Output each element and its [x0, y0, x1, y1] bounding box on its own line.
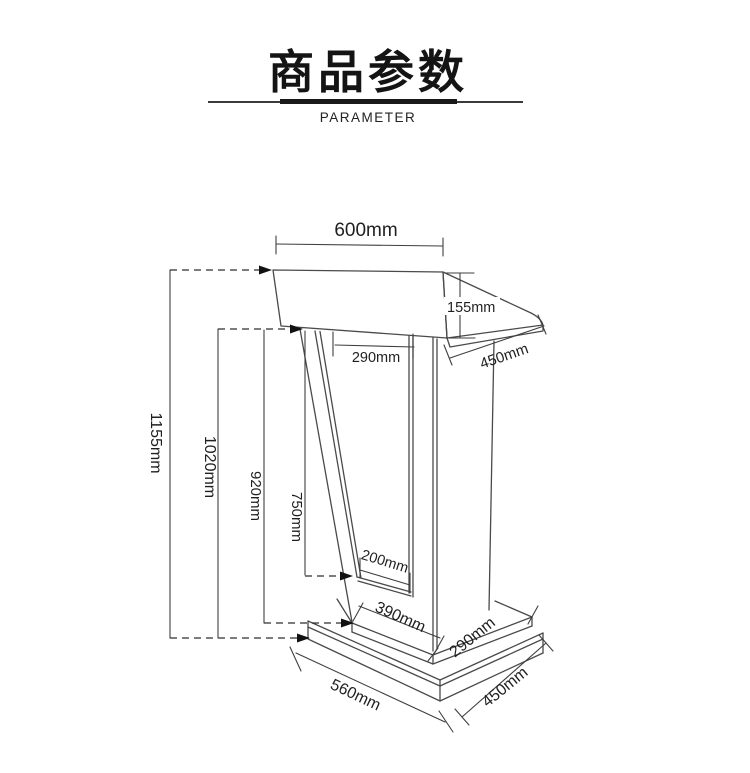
- column-back-right-edge: [488, 340, 495, 611]
- step-bottom-front-left-edge: [351, 631, 434, 665]
- dim-label-top-depth: 450mm: [478, 340, 531, 372]
- dim-panel-top-width: 290mm: [332, 331, 415, 366]
- recess-left-edge-inner: [319, 330, 362, 579]
- dim-line: [449, 325, 545, 359]
- dim-height-750: 750mm: [288, 330, 353, 581]
- dim-total-height: 1155mm: [147, 265, 310, 643]
- dim-tick: [352, 602, 364, 622]
- dim-height-1020: 1020mm: [201, 324, 303, 639]
- dim-label-height-1020: 1020mm: [201, 436, 218, 498]
- recess-bottom-edge-lower: [357, 580, 412, 597]
- dim-tick: [538, 634, 554, 652]
- dim-label-base-width: 560mm: [328, 676, 384, 714]
- dim-base-step-depth: 290mm: [427, 605, 539, 662]
- step-back-left-edge: [336, 598, 353, 624]
- plinth-top-front-left-edge: [307, 620, 441, 681]
- arrowhead: [341, 618, 354, 628]
- arrowhead: [297, 633, 310, 643]
- dim-tick: [454, 708, 470, 726]
- arrowhead: [290, 324, 303, 334]
- dim-tick: [289, 646, 302, 672]
- plinth-bottom-front-left-edge: [307, 638, 441, 702]
- dim-label-top-width: 600mm: [334, 220, 397, 241]
- dim-label-base-step-depth: 290mm: [447, 614, 499, 661]
- step-bottom-front-right-edge: [432, 625, 533, 665]
- plinth-trim-front-left: [307, 626, 441, 687]
- dim-label-total-height: 1155mm: [147, 412, 164, 473]
- dim-tick: [443, 344, 453, 366]
- dim-tick: [438, 710, 454, 733]
- dim-recess-bottom: 200mm: [359, 547, 411, 594]
- dim-base-step-width: 390mm: [352, 599, 445, 655]
- arrowhead: [259, 265, 272, 275]
- base-step: [336, 598, 533, 665]
- arrowhead: [340, 571, 353, 581]
- dim-tick: [527, 605, 539, 625]
- dim-tick: [537, 314, 547, 335]
- dim-tick: [427, 647, 439, 662]
- page-subtitle: PARAMETER: [319, 110, 417, 125]
- step-back-right-edge: [494, 600, 533, 618]
- recess-left-edge-outer: [314, 330, 358, 578]
- divider-thick-bar: [280, 99, 457, 104]
- dim-line: [359, 569, 411, 586]
- plinth-top-front-right-edge: [439, 632, 544, 681]
- dim-top-depth: 450mm: [443, 314, 547, 373]
- column-body: [299, 328, 495, 652]
- dim-line: [275, 243, 444, 247]
- dim-label-height-750: 750mm: [288, 492, 305, 542]
- step-top-front-left-edge: [351, 622, 434, 656]
- dim-label-top-height: 155mm: [447, 300, 495, 316]
- title-divider: [208, 99, 523, 105]
- label-backing: [444, 297, 500, 315]
- dim-label-height-920: 920mm: [247, 471, 264, 521]
- dim-top-width: 600mm: [275, 220, 444, 257]
- page-title: 商品参数: [268, 46, 468, 98]
- dim-line: [358, 605, 441, 639]
- plinth-trim-front-right: [439, 638, 544, 687]
- lectern-top: [272, 269, 544, 348]
- dim-line: [461, 642, 547, 718]
- dim-line: [295, 652, 446, 723]
- dim-height-920: 920mm: [247, 329, 354, 628]
- step-top-front-right-edge: [432, 616, 533, 656]
- dim-label-base-step-width: 390mm: [372, 599, 428, 636]
- dim-label-panel-top-width: 290mm: [352, 350, 400, 366]
- recess-bottom-edge-upper: [356, 576, 412, 593]
- dim-line: [334, 344, 415, 348]
- dim-top-height: 155mm: [444, 272, 500, 339]
